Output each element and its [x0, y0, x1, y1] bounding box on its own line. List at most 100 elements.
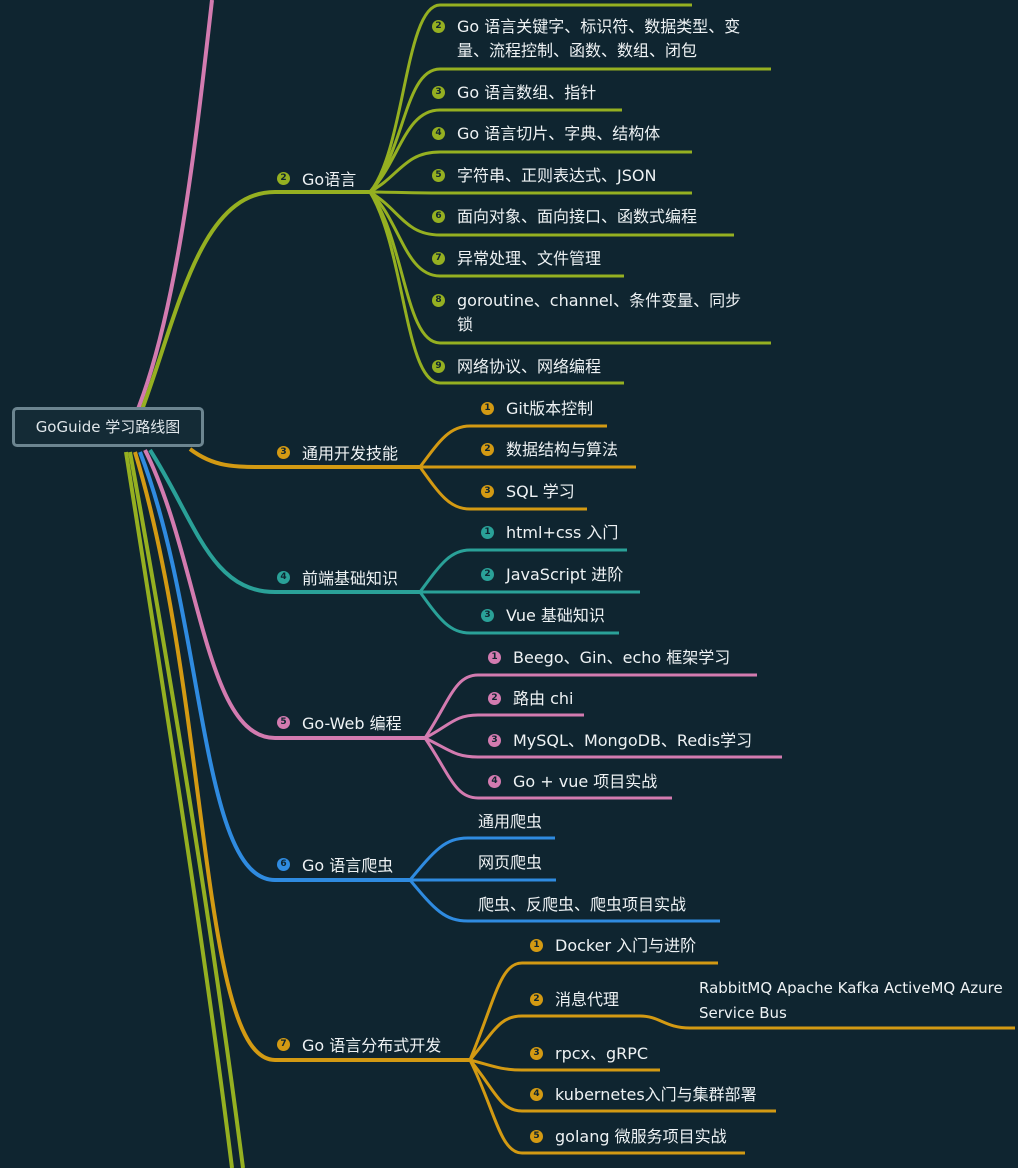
number-badge: 6 — [432, 210, 445, 223]
edge-bottom-offscreen-2 — [124, 451, 234, 1168]
leaf-go-1[interactable]: 3 Go 语言数组、指针 — [432, 81, 596, 105]
edge-bottom-offscreen-1 — [128, 451, 245, 1168]
edge-root-frontend — [148, 448, 420, 594]
leaf-label: Docker 入门与进阶 — [555, 936, 697, 955]
number-badge: 8 — [432, 294, 445, 307]
leaf-web-3[interactable]: 4 Go + vue 项目实战 — [488, 770, 657, 794]
branch-web[interactable]: 5 Go-Web 编程 — [277, 710, 402, 734]
leaf-label: Go 语言关键字、标识符、数据类型、变量、流程控制、函数、数组、闭包 — [457, 17, 741, 60]
leaf-dist-3[interactable]: 4 kubernetes入门与集群部署 — [530, 1083, 757, 1107]
leaf-dev-0[interactable]: 1 Git版本控制 — [481, 397, 593, 421]
branch-label: Go 语言分布式开发 — [302, 1036, 442, 1055]
edge-crawler-leaf-2 — [408, 879, 720, 923]
number-badge: 5 — [432, 169, 445, 182]
number-badge: 3 — [432, 86, 445, 99]
leaf-frontend-0[interactable]: 1 html+css 入门 — [481, 521, 618, 545]
branch-frontend[interactable]: 4 前端基础知识 — [277, 565, 398, 589]
edge-dist-leaf-4 — [468, 1059, 745, 1155]
leaf-go-7[interactable]: 9 网络协议、网络编程 — [432, 355, 601, 379]
leaf-web-0[interactable]: 1 Beego、Gin、echo 框架学习 — [488, 646, 730, 670]
leaf-web-2[interactable]: 3 MySQL、MongoDB、Redis学习 — [488, 729, 752, 753]
edge-go-leaf-0 — [368, 3, 692, 193]
edge-top-offscreen — [128, 0, 214, 429]
leaf-label: html+css 入门 — [506, 523, 619, 542]
number-badge: 2 — [488, 692, 501, 705]
leaf-dist-2[interactable]: 3 rpcx、gRPC — [530, 1042, 648, 1066]
number-badge: 5 — [277, 715, 290, 729]
branch-label: Go语言 — [302, 170, 357, 189]
leaf-dev-1[interactable]: 2 数据结构与算法 — [481, 438, 618, 462]
number-badge: 3 — [481, 609, 494, 622]
leaf-dev-2[interactable]: 3 SQL 学习 — [481, 480, 575, 504]
edge-dev-leaf-2 — [418, 466, 587, 511]
branch-dist[interactable]: 7 Go 语言分布式开发 — [277, 1032, 441, 1056]
number-badge: 2 — [277, 171, 290, 185]
leaf-label: 消息代理 — [555, 990, 620, 1009]
edge-web-leaf-3 — [423, 737, 672, 800]
leaf-web-1[interactable]: 2 路由 chi — [488, 687, 573, 711]
leaf-frontend-1[interactable]: 2 JavaScript 进阶 — [481, 563, 623, 587]
leaf-dist-0[interactable]: 1 Docker 入门与进阶 — [530, 934, 696, 958]
leaf-label: 通用爬虫 — [478, 812, 543, 831]
edge-go-leaf-6 — [368, 190, 624, 278]
edge-web-leaf-2 — [424, 736, 782, 759]
leaf-crawler-0[interactable]: 通用爬虫 — [478, 810, 542, 834]
leaf-go-5[interactable]: 7 异常处理、文件管理 — [432, 247, 601, 271]
number-badge: 2 — [481, 568, 494, 581]
leaf-label: 字符串、正则表达式、JSON — [457, 166, 657, 185]
leaf-label: Vue 基础知识 — [506, 606, 605, 625]
edge-dev-leaf-0 — [418, 424, 607, 468]
root-label: GoGuide 学习路线图 — [35, 418, 181, 436]
number-badge: 1 — [530, 939, 543, 952]
leaf-frontend-2[interactable]: 3 Vue 基础知识 — [481, 604, 605, 628]
leaf-dist-4[interactable]: 5 golang 微服务项目实战 — [530, 1125, 727, 1149]
number-badge: 4 — [530, 1088, 543, 1101]
leaf-label: golang 微服务项目实战 — [555, 1127, 727, 1146]
leaf-go-4[interactable]: 6 面向对象、面向接口、函数式编程 — [432, 205, 697, 229]
leaf-crawler-2[interactable]: 爬虫、反爬虫、爬虫项目实战 — [478, 893, 686, 917]
leaf-go-3[interactable]: 5 字符串、正则表达式、JSON — [432, 164, 656, 188]
edge-web-leaf-0 — [423, 673, 757, 739]
edge-root-go — [133, 190, 370, 429]
number-badge: 4 — [432, 127, 445, 140]
number-badge: 2 — [530, 993, 543, 1006]
number-badge: 3 — [481, 485, 494, 498]
number-badge: 5 — [530, 1130, 543, 1143]
branch-dev[interactable]: 3 通用开发技能 — [277, 440, 398, 464]
edge-go-leaf-4 — [369, 190, 692, 195]
leaf-dist-1[interactable]: 2 消息代理 — [530, 988, 619, 1012]
branch-crawler[interactable]: 6 Go 语言爬虫 — [277, 852, 393, 876]
branch-go[interactable]: 2 Go语言 — [277, 166, 356, 190]
edge-dist-leaf-0 — [468, 961, 718, 1061]
edge-go-leaf-8 — [368, 191, 624, 385]
leaf-go-2[interactable]: 4 Go 语言切片、字典、结构体 — [432, 122, 660, 146]
leaf-label: 网页爬虫 — [478, 853, 543, 872]
leaf-crawler-1[interactable]: 网页爬虫 — [478, 851, 542, 875]
leaf-go-0[interactable]: 2 Go 语言关键字、标识符、数据类型、变量、流程控制、函数、数组、闭包 — [432, 15, 762, 63]
number-badge: 7 — [432, 252, 445, 265]
number-badge: 9 — [432, 360, 445, 373]
edge-frontend-leaf-0 — [418, 548, 627, 593]
root-node[interactable]: GoGuide 学习路线图 — [12, 407, 204, 447]
leaf-label: 路由 chi — [513, 689, 574, 708]
edge-web-leaf-1 — [424, 713, 584, 740]
broker-list-note[interactable]: RabbitMQ Apache Kafka ActiveMQ Azure Ser… — [699, 979, 1003, 1022]
edge-root-web — [143, 449, 425, 740]
edge-go-leaf-7 — [368, 191, 771, 345]
number-badge: 2 — [481, 443, 494, 456]
branch-label: Go-Web 编程 — [302, 714, 402, 733]
number-badge: 3 — [277, 445, 290, 459]
leaf-label: kubernetes入门与集群部署 — [555, 1085, 757, 1104]
leaf-label: Go + vue 项目实战 — [513, 772, 658, 791]
leaf-go-6[interactable]: 8 goroutine、channel、条件变量、同步锁 — [432, 289, 742, 337]
leaf-label: 异常处理、文件管理 — [457, 249, 602, 268]
edge-dist-leaf-3 — [468, 1059, 776, 1113]
edge-root-dev — [188, 447, 420, 470]
leaf-label: 网络协议、网络编程 — [457, 357, 602, 376]
leaf-label: SQL 学习 — [506, 482, 575, 501]
edge-go-leaf-3 — [369, 150, 692, 194]
leaf-label: 数据结构与算法 — [506, 440, 619, 459]
number-badge: 1 — [481, 526, 494, 539]
